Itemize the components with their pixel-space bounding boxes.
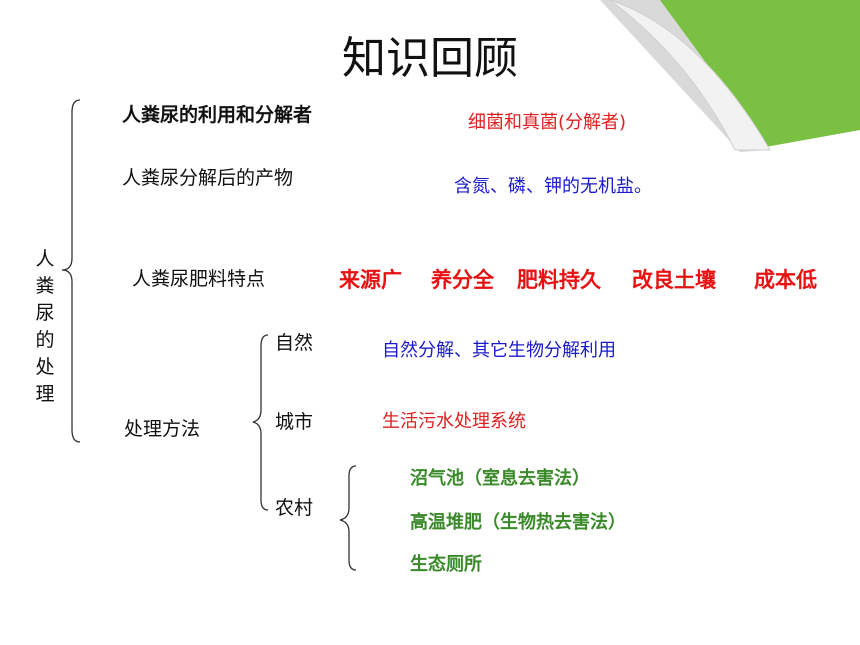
- rural-item-1: 沼气池（室息去害法）: [410, 468, 590, 489]
- use-label: 人粪尿的利用和分解者: [122, 104, 313, 126]
- feature-value-3: 肥料持久: [517, 268, 601, 292]
- feature-value-4: 改良土壤: [632, 268, 716, 292]
- rural-item-2: 高温堆肥（生物热去害法）: [410, 512, 626, 533]
- nature-label: 自然: [275, 332, 314, 354]
- green-ribbon: [640, 0, 860, 148]
- rural-label: 农村: [275, 497, 314, 519]
- feature-label: 人粪尿肥料特点: [132, 268, 266, 290]
- rural-item-3: 生态厕所: [410, 554, 482, 575]
- product-value: 含氮、磷、钾的无机盐。: [454, 176, 652, 197]
- feature-value-2: 养分全: [431, 268, 494, 292]
- feature-value-5: 成本低: [754, 268, 817, 292]
- product-label: 人粪尿分解后的产物: [122, 167, 294, 189]
- rural-brace: [339, 465, 357, 571]
- page-curl-fold: [609, 0, 771, 151]
- city-value: 生活污水处理系统: [382, 411, 526, 432]
- method-brace: [252, 334, 269, 511]
- feature-value-1: 来源广: [339, 268, 402, 292]
- main-brace: [61, 99, 81, 443]
- city-label: 城市: [275, 411, 314, 433]
- page-curl-decoration: [600, 0, 860, 152]
- side-label: 人粪尿的处理: [35, 248, 55, 405]
- use-value: 细菌和真菌(分解者): [468, 112, 627, 133]
- method-label: 处理方法: [124, 418, 201, 440]
- page-title: 知识回顾: [342, 33, 518, 84]
- nature-value: 自然分解、其它生物分解利用: [382, 340, 616, 361]
